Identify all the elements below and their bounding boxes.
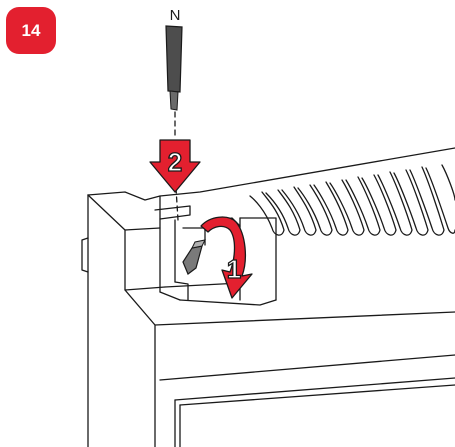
cooling-fins: [249, 164, 455, 236]
wire-cable: [165, 25, 183, 111]
terminal-block: [154, 195, 277, 306]
device-housing: [81, 147, 455, 447]
push-arrow: [149, 139, 201, 193]
step-number-badge: 14: [6, 7, 56, 54]
lever-arrow-number: 1: [227, 254, 241, 284]
push-arrow-number: 2: [168, 147, 182, 177]
wire-label: N: [170, 7, 181, 24]
terminal-lever: [182, 239, 206, 275]
insertion-guide-line: [175, 187, 179, 221]
lever-rotation-arrow: [200, 216, 253, 299]
